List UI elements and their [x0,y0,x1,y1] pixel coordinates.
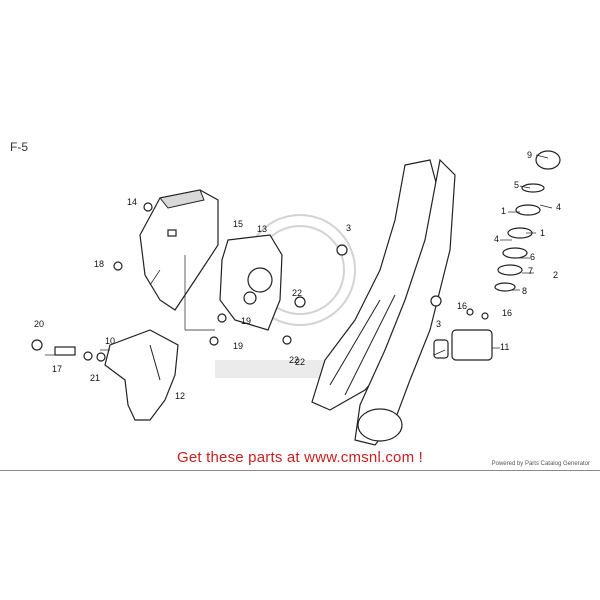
generator-credit: Powered by Parts Catalog Generator [491,461,590,467]
callout-10: 10 [105,336,115,346]
callout-1: 1 [501,206,506,216]
callout-22: 22 [289,355,299,365]
callout-8: 8 [522,286,527,296]
leader-lines [45,154,553,356]
callout-11: 11 [500,342,509,352]
callout-3: 3 [346,223,351,233]
frame-part [311,158,456,446]
section-label: F-5 [10,140,28,154]
callout-3: 3 [436,319,441,329]
callout-16: 16 [457,301,467,311]
callout-4: 4 [494,234,499,244]
bracket-part [219,234,283,331]
callout-22: 22 [295,357,305,367]
callout-20: 20 [34,319,44,329]
callout-6: 6 [530,252,535,262]
callout-13: 13 [257,224,267,234]
switch-part [433,329,493,361]
footer-divider [0,470,600,471]
callout-5: 5 [514,180,519,190]
footer-link[interactable]: Get these parts at www.cmsnl.com ! [176,449,424,466]
callout-17: 17 [52,364,62,374]
callout-22: 22 [292,288,302,298]
lower-cover-part [104,329,179,421]
callout-4: 4 [556,202,561,212]
callout-14: 14 [127,197,137,207]
callout-12: 12 [175,391,185,401]
callout-2: 2 [553,270,558,280]
callout-9: 9 [527,150,532,160]
callout-21: 21 [90,373,100,383]
callout-19: 19 [233,341,243,351]
small-hardware [31,202,489,362]
callout-7: 7 [528,266,533,276]
callout-19: 19 [241,316,251,326]
callout-16: 16 [502,308,512,318]
callout-15: 15 [233,219,243,229]
callout-1: 1 [540,228,545,238]
bearing-stack [494,150,561,292]
callout-18: 18 [94,259,104,269]
